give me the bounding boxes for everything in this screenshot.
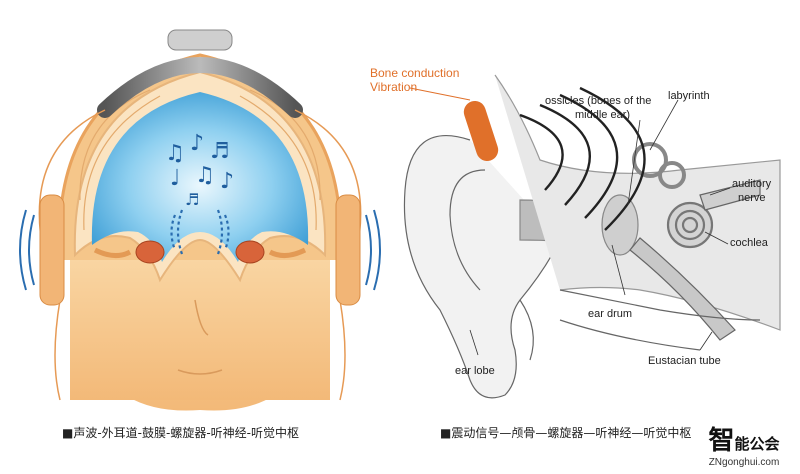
label-eustacian-tube: Eustacian tube — [648, 355, 721, 367]
right-ear-pad — [335, 194, 361, 306]
vibration-arcs — [519, 86, 646, 231]
label-ear-lobe: ear lobe — [455, 365, 495, 377]
label-vibration: Vibration — [370, 80, 418, 94]
watermark-mark: 智能公会 — [708, 426, 780, 456]
label-ear-drum: ear drum — [588, 308, 633, 320]
headband-cap — [167, 29, 233, 51]
headband — [97, 57, 303, 118]
svg-text:♬: ♬ — [185, 190, 199, 209]
label-ossicles: ossicles (bones of the — [545, 95, 652, 107]
outer-sound-waves — [19, 209, 381, 291]
label-labyrinth: labyrinth — [668, 90, 710, 102]
neck-shape — [70, 260, 330, 400]
svg-text:♪: ♪ — [190, 131, 204, 156]
brain-area — [91, 92, 309, 262]
watermark-url: ZNgonghui.com — [708, 457, 780, 468]
bone-texture — [79, 89, 321, 231]
svg-text:♬: ♬ — [210, 139, 230, 164]
auditory-nerve-shape — [699, 179, 761, 211]
bone-conduction-device — [463, 100, 499, 162]
eustachian-tube-shape — [629, 237, 736, 341]
label-bone-conduction: Bone conduction — [370, 66, 460, 80]
svg-text:♫: ♫ — [195, 163, 215, 188]
label-pointers — [469, 99, 731, 356]
svg-text:♫: ♫ — [165, 141, 185, 166]
label-cochlea: cochlea — [730, 237, 768, 249]
skull-region — [494, 74, 781, 331]
svg-text:♪: ♪ — [220, 169, 234, 194]
label-middle-ear: middle ear) — [575, 109, 631, 121]
music-notes-icon: ♫ ♪ ♬ ♩ ♫ ♪ ♬ — [165, 131, 234, 209]
left-inner-ear — [93, 240, 165, 264]
right-caption: ■震动信号—颅骨—螺旋器—听神经—听觉中枢 — [440, 426, 692, 440]
nose-line — [194, 299, 209, 336]
svg-text:♩: ♩ — [170, 166, 180, 191]
cochlea-shape — [666, 201, 714, 249]
watermark-logo: 智能公会 ZNgonghui.com — [696, 428, 792, 468]
mouth-line — [177, 369, 223, 375]
inner-sound-waves — [170, 209, 230, 255]
right-inner-ear — [235, 240, 307, 264]
label-nerve: nerve — [738, 192, 766, 204]
label-auditory: auditory — [732, 178, 772, 190]
left-caption: ■声波-外耳道-鼓膜-螺旋器-听神经-听觉中枢 — [62, 426, 299, 440]
left-ear-pad — [39, 194, 65, 306]
ear-anatomy — [403, 74, 781, 399]
